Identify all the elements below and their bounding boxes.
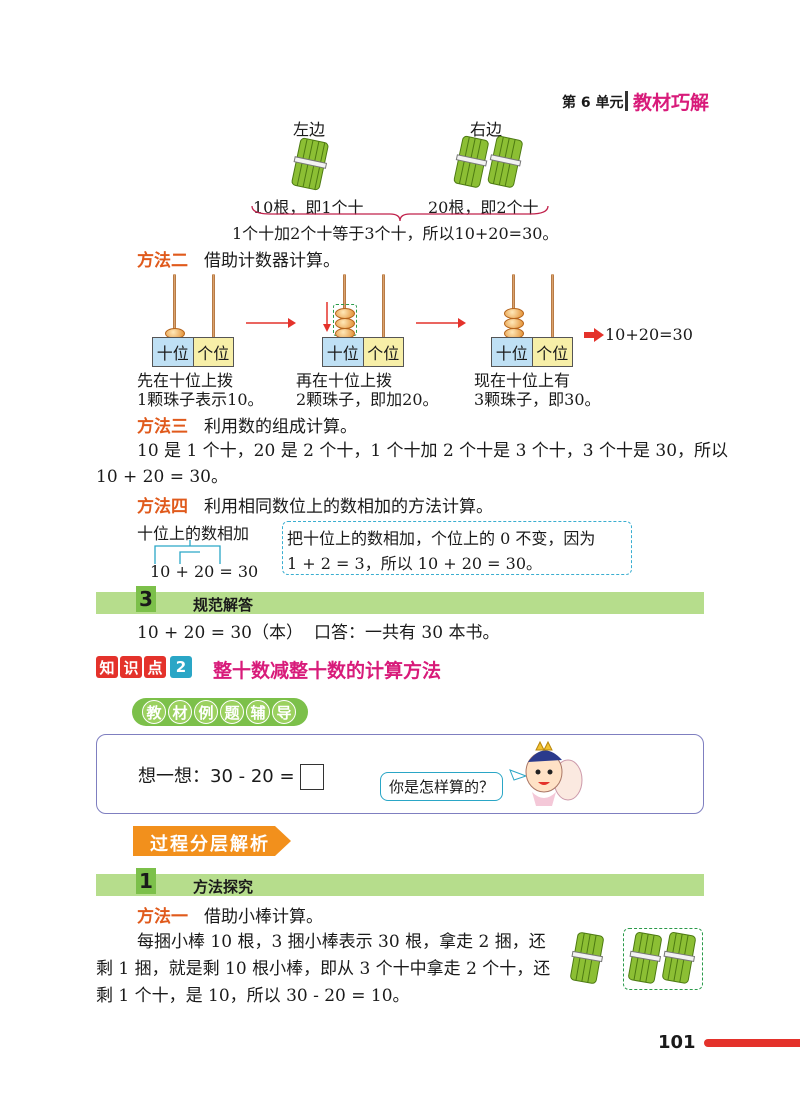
abacus1-ten-label: 十位 [153, 338, 193, 366]
pill-char-4: 题 [220, 700, 244, 724]
method-four-marker: 方法四 [137, 497, 188, 517]
bundle-two-icon [453, 135, 523, 188]
answer-equation: 10 + 20 = 30（本） [137, 623, 303, 643]
kp-title: 整十数减整十数的计算方法 [213, 660, 442, 682]
answer-blank[interactable] [300, 764, 325, 790]
arrow-right-icon [246, 318, 296, 328]
step3-line1: 现在十位上有 [474, 371, 571, 390]
answer-reply: 口答：一共有 30 本书。 [314, 623, 500, 643]
method-four-heading: 方法四利用相同数位上的数相加的方法计算。 [137, 492, 493, 517]
section-three-bar [96, 592, 704, 614]
left-caption: 10根，即1个十 [253, 198, 364, 217]
abacus1-ten-rod [173, 274, 176, 338]
explanation-line2: 1 + 2 = 3，所以 10 + 20 = 30。 [287, 554, 543, 573]
step3-line2: 3颗珠子，即30。 [474, 390, 601, 409]
step1-line2: 1颗珠子表示10。 [137, 390, 264, 409]
abacus3-one-label: 个位 [531, 338, 572, 366]
tens-sum-label: 十位上的数相加 [137, 524, 250, 543]
pill-char-2: 材 [168, 700, 192, 724]
method-one-text: 借助小棒计算。 [204, 907, 323, 927]
result-arrow-icon [584, 328, 604, 342]
down-arrow-icon [323, 302, 331, 332]
cartoon-kid-icon [509, 740, 583, 806]
left-label: 左边 [293, 120, 326, 139]
abacus-result: 10+20=30 [605, 325, 693, 344]
right-caption: 20根，即2个十 [428, 198, 539, 217]
method-three-marker: 方法三 [137, 417, 188, 437]
step1-line1: 先在十位上拨 [137, 371, 234, 390]
pill-char-6: 导 [272, 700, 296, 724]
pill-char-3: 例 [194, 700, 218, 724]
think-prompt: 想一想：30 - 20 = [138, 762, 325, 790]
method-one-marker: 方法一 [137, 907, 188, 927]
section-one-bar [96, 874, 704, 896]
abacus2-one-label: 个位 [362, 338, 403, 366]
unit-label: 第 6 单元 [562, 95, 624, 111]
bundle-one-icon [291, 137, 329, 191]
textbook-example-pill: 教 材 例 题 辅 导 [132, 698, 308, 726]
section-three-title: 规范解答 [193, 596, 254, 614]
tens-connector-lines [154, 540, 221, 564]
method-one-heading: 方法一借助小棒计算。 [137, 902, 323, 927]
method-four-text: 利用相同数位上的数相加的方法计算。 [204, 497, 493, 517]
method-two-heading: 方法二借助计数器计算。 [137, 246, 340, 271]
process-banner-shape [133, 826, 291, 856]
section-three-number: 3 [136, 586, 156, 612]
arrow-right-icon [416, 318, 466, 328]
think-text: 想一想：30 - 20 = [138, 766, 295, 787]
kp-char-3: 点 [144, 656, 166, 678]
method-two-marker: 方法二 [137, 251, 188, 271]
kp-char-1: 知 [96, 656, 118, 678]
taken-bundles-box [623, 928, 703, 990]
step2-line2: 2颗珠子，即加20。 [296, 390, 439, 409]
process-banner-text: 过程分层解析 [150, 834, 270, 855]
abacus2-ten-rod [343, 274, 346, 338]
method-three-line1: 10 是 1 个十，20 是 2 个十，1 个十加 2 个十是 3 个十，3 个… [137, 441, 729, 461]
pill-char-5: 辅 [246, 700, 270, 724]
section-one-number: 1 [136, 868, 156, 894]
brace-underline [251, 205, 549, 222]
abacus3-place-box: 十位 个位 [491, 337, 573, 367]
abacus1-one-rod [212, 274, 215, 338]
abacus3-ten-rod [512, 274, 515, 338]
explanation-line1: 把十位上的数相加，个位上的 0 不变，因为 [287, 529, 596, 548]
kp-char-2: 识 [120, 656, 142, 678]
method-one-line3: 剩 1 个十，是 10，所以 30 - 20 = 10。 [96, 986, 410, 1006]
method-three-heading: 方法三利用数的组成计算。 [137, 412, 357, 437]
method-one-line1: 每捆小棒 10 根，3 捆小棒表示 30 根，拿走 2 捆，还 [137, 932, 546, 952]
bundles-summary: 1个十加2个十等于3个十，所以10+20=30。 [232, 224, 559, 243]
page-number-bar [704, 1039, 800, 1047]
abacus3-one-rod [551, 274, 554, 338]
method-two-text: 借助计数器计算。 [204, 251, 340, 271]
kp-number: 2 [170, 656, 192, 678]
bundle-remaining-icon [570, 932, 604, 984]
tens-equation: 10 + 20 = 30 [150, 562, 259, 581]
speech-bubble: 你是怎样算的？ [380, 772, 504, 801]
method-one-line2: 剩 1 捆，就是剩 10 根小棒，即从 3 个十中拿走 2 个十，还 [96, 959, 551, 979]
method-three-text: 利用数的组成计算。 [204, 417, 357, 437]
step2-line1: 再在十位上拨 [296, 371, 393, 390]
abacus2-ten-label: 十位 [323, 338, 363, 366]
page-number: 101 [658, 1032, 696, 1053]
right-label: 右边 [470, 120, 503, 139]
pill-char-1: 教 [142, 700, 166, 724]
chapter-title: 教材巧解 [633, 92, 710, 114]
explanation-box: 把十位上的数相加，个位上的 0 不变，因为 1 + 2 = 3，所以 10 + … [282, 521, 632, 575]
abacus3-ten-label: 十位 [492, 338, 532, 366]
section-one-title: 方法探究 [193, 878, 254, 896]
abacus2-one-rod [382, 274, 385, 338]
bundle-taken-icon [628, 932, 696, 984]
abacus1-place-box: 十位 个位 [152, 337, 234, 367]
think-box [96, 734, 704, 814]
header-divider [625, 91, 628, 111]
method-three-line2: 10 + 20 = 30。 [96, 467, 228, 487]
abacus1-one-label: 个位 [192, 338, 233, 366]
abacus2-place-box: 十位 个位 [322, 337, 404, 367]
